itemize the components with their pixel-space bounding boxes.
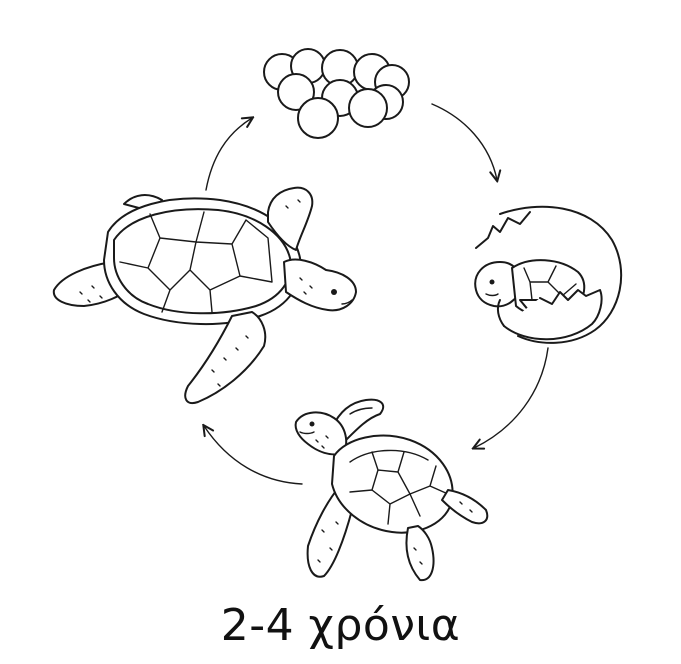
juvenile-turtle-icon: [294, 398, 489, 582]
arrow-eggs-to-hatching: [431, 103, 497, 180]
age-caption: 2-4 χρόνια: [220, 600, 461, 651]
cycle-arrows: [204, 103, 549, 485]
arrow-hatching-to-juvenile: [474, 347, 549, 448]
hatching-turtle-icon: [474, 205, 623, 344]
turtle-eggs-icon: [263, 48, 410, 139]
adult-turtle-icon: [52, 186, 357, 404]
arrow-juvenile-to-adult: [204, 426, 303, 485]
arrow-adult-to-eggs: [205, 118, 252, 191]
